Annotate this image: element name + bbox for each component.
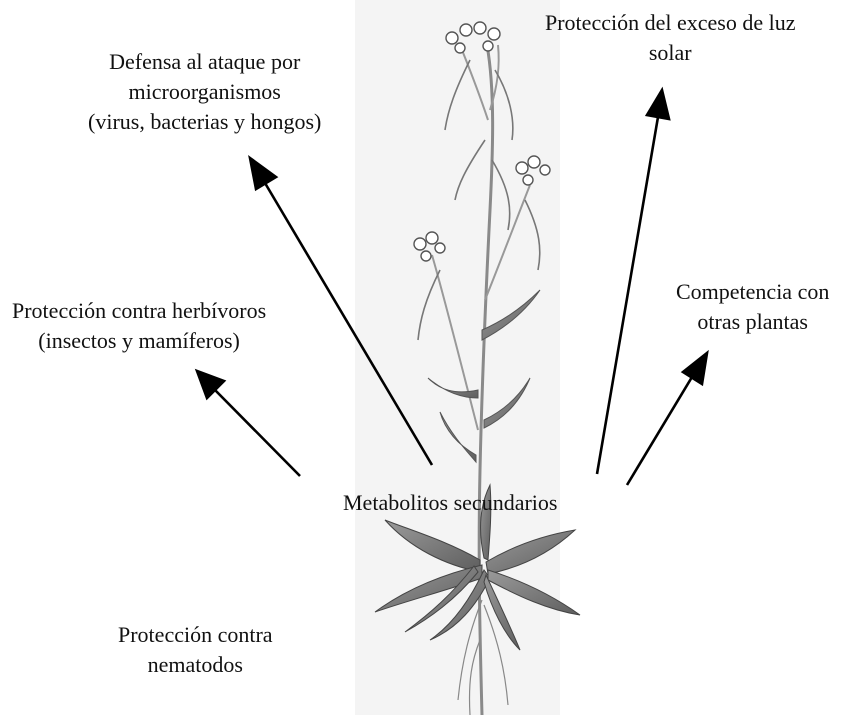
center-label-secondary-metabolites: Metabolitos secundarios: [343, 490, 558, 515]
arrowhead-microorganisms: [248, 154, 279, 192]
stem-leaves: [427, 289, 541, 464]
arrow-to-microorganisms: [263, 182, 434, 466]
label-microorganisms: Defensa al ataque por microorganismos (v…: [88, 47, 321, 137]
arrowhead-herbivores: [194, 368, 227, 401]
branch-right-upper: [484, 184, 531, 301]
arrow-to-sunlight: [595, 116, 660, 475]
plant-illustration: [374, 21, 581, 715]
roots: [457, 599, 509, 715]
arrowhead-sunlight: [644, 86, 671, 121]
main-stem: [477, 44, 495, 715]
label-microorganisms-line1: Defensa al ataque por: [109, 49, 301, 74]
branch-left-upper: [431, 254, 479, 431]
label-sunlight-line2: solar: [648, 40, 692, 65]
flower-cluster-top: [445, 21, 501, 54]
basal-rosette: [374, 483, 581, 651]
label-sunlight-line1: Protección del exceso de luz: [545, 10, 796, 35]
label-microorganisms-line3: (virus, bacterias y hongos): [88, 109, 322, 134]
label-nematodes-line2: nematodos: [147, 652, 243, 677]
arrows: [194, 86, 709, 486]
branch-top-left: [461, 49, 489, 121]
arrow-to-herbivores: [214, 389, 301, 477]
label-competition: Competencia con otras plantas: [676, 277, 829, 337]
seed-pods: [417, 59, 541, 341]
label-nematodes-line1: Protección contra: [118, 622, 273, 647]
arrowhead-competition: [680, 349, 709, 387]
label-herbivores-line2: (insectos y mamíferos): [38, 328, 240, 353]
label-nematodes: Protección contra nematodos: [118, 620, 273, 680]
label-herbivores-line1: Protección contra herbívoros: [12, 298, 267, 323]
label-sunlight: Protección del exceso de luz solar: [545, 8, 795, 68]
flower-cluster-right: [515, 155, 551, 186]
arrow-to-competition: [625, 376, 694, 486]
label-herbivores: Protección contra herbívoros (insectos y…: [12, 296, 266, 356]
flower-cluster-left: [413, 231, 446, 262]
label-competition-line1: Competencia con: [676, 279, 830, 304]
label-microorganisms-line2: microorganismos: [128, 79, 281, 104]
label-competition-line2: otras plantas: [697, 309, 808, 334]
